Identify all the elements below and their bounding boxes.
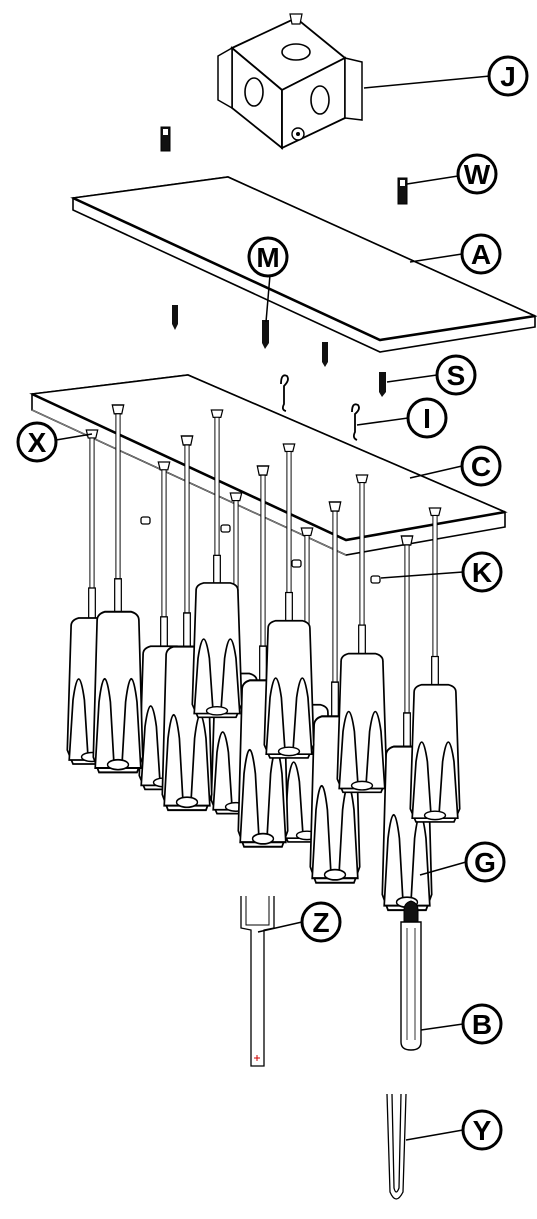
callout-Y-label: Y (473, 1115, 492, 1146)
wire-connector-right (397, 177, 408, 205)
callout-C-label: C (471, 451, 491, 482)
callout-C: C (460, 445, 502, 487)
cable-adjustment-tool (386, 1093, 407, 1200)
callout-Y: Y (461, 1109, 503, 1151)
callout-Z-label: Z (312, 907, 329, 938)
callout-W-label: W (464, 159, 491, 190)
callout-M-label: M (256, 242, 279, 273)
mounting-plate (70, 176, 537, 353)
callout-S: S (435, 354, 477, 396)
cable-lock (140, 516, 381, 584)
callout-X: X (16, 421, 58, 463)
junction-box (217, 13, 363, 150)
callout-I: I (406, 397, 448, 439)
bulb-tool (240, 896, 275, 1067)
mounting-screw (172, 305, 386, 397)
bulb (400, 900, 422, 1051)
callout-S-label: S (447, 360, 466, 391)
callout-G-label: G (474, 847, 496, 878)
leader-lines (55, 75, 491, 1141)
callout-X-label: X (28, 427, 47, 458)
callout-J: J (487, 55, 529, 97)
callout-M: M (247, 236, 289, 278)
callout-G: G (464, 841, 506, 883)
callout-A-label: A (471, 239, 491, 270)
callout-B-label: B (472, 1009, 492, 1040)
callout-A: A (460, 233, 502, 275)
callout-Z: Z (300, 901, 342, 943)
callout-K: K (461, 551, 503, 593)
callout-B: B (461, 1003, 503, 1045)
wire-connector-left (160, 126, 171, 152)
callout-K-label: K (472, 557, 492, 588)
callout-J-label: J (500, 61, 516, 92)
s-hook (280, 374, 360, 441)
callout-W: W (456, 153, 498, 195)
callout-I-label: I (423, 403, 431, 434)
canopy (29, 374, 508, 556)
